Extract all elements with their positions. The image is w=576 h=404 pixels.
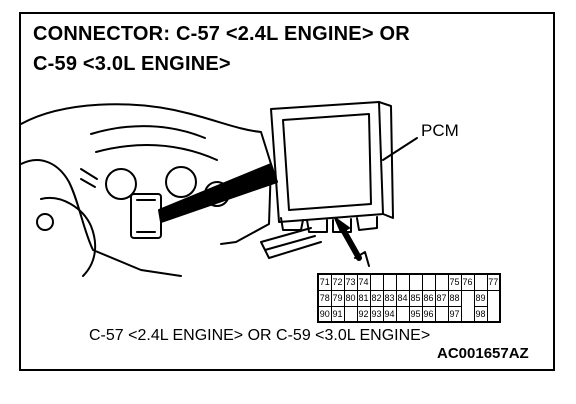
pin-cell-empty [369,274,384,290]
pin-cell-empty [395,274,410,290]
pin-cell: 82 [369,289,384,307]
pin-cell: 77 [486,273,501,291]
pin-cell: 98 [473,305,488,323]
connector-caption: C-57 <2.4L ENGINE> OR C-59 <3.0L ENGINE> [89,327,431,344]
pcm-label: PCM [421,121,459,140]
pin-cell: 92 [356,305,371,323]
gauge-small [36,213,54,231]
pin-cell-empty [343,306,358,322]
pcm-connectors [280,216,378,233]
pin-cell-empty [486,306,501,322]
pin-cell: 90 [317,305,332,323]
pcm-box-side [378,101,394,219]
pin-cell: 79 [330,289,345,307]
dash-panel-line [90,125,206,139]
pin-cell-empty [473,274,488,290]
pin-cell-empty [421,274,436,290]
pin-cell: 73 [343,273,358,291]
gauge-center [165,166,197,198]
pin-cell: 89 [473,289,488,307]
pin-cell: 71 [317,273,332,291]
pin-cell: 93 [369,305,384,323]
pin-cell-empty [460,306,475,322]
dashboard-lower-edge [21,159,182,277]
pin-cell-empty [382,274,397,290]
pin-cell: 83 [382,289,397,307]
pin-cell: 91 [330,305,345,323]
pin-cell: 97 [447,305,462,323]
pin-cell-empty [395,306,410,322]
pin-cell-empty [460,290,475,306]
vent-lines [80,168,98,188]
pin-cell: 75 [447,273,462,291]
pcm-box-inner [282,113,372,211]
pin-cell: 81 [356,289,371,307]
pin-cell: 95 [408,305,423,323]
pin-cell: 72 [330,273,345,291]
steering-column [40,197,97,277]
figure-code: AC001657AZ [437,345,529,362]
pin-cell-empty [434,306,449,322]
diagram-frame: CONNECTOR: C-57 <2.4L ENGINE> OR C-59 <3… [19,12,555,371]
pin-cell: 86 [421,289,436,307]
pin-cell: 78 [317,289,332,307]
pin-cell: 87 [434,289,449,307]
pin-cell: 94 [382,305,397,323]
dashboard-outline [21,103,272,245]
dashboard-illustration [21,101,418,277]
pin-cell-empty [434,274,449,290]
pin-cell: 76 [460,273,475,291]
pin-cell-empty [408,274,423,290]
pointer-wedge [158,163,278,223]
pin-cell: 74 [356,273,371,291]
connector-title-line1: CONNECTOR: C-57 <2.4L ENGINE> OR [33,23,410,45]
connector-title-line2: C-59 <3.0L ENGINE> [33,53,231,75]
pin-cell: 85 [408,289,423,307]
pin-cell: 80 [343,289,358,307]
pin-cell: 88 [447,289,462,307]
wire-harness [260,227,322,259]
pin-cell-empty [486,290,501,306]
gauge-left [105,168,137,200]
pcm-leader-line [382,137,418,161]
dash-panel-line-2 [95,144,218,161]
pin-cell: 84 [395,289,410,307]
pin-cell: 96 [421,305,436,323]
